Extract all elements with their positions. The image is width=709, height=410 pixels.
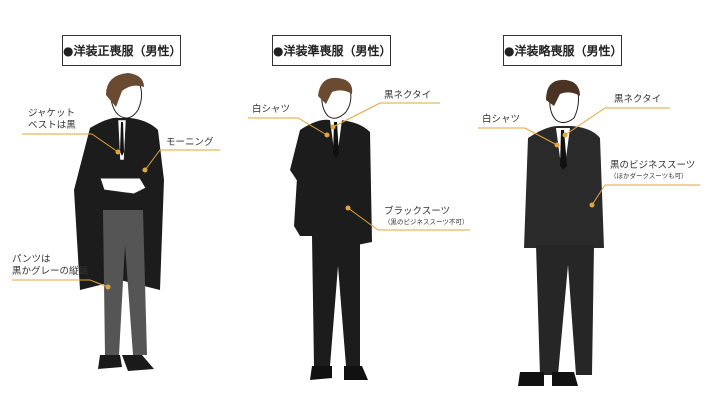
- label-line: 黒かグレーの縦縞: [12, 266, 89, 277]
- label-note: （黒のビジネススーツ不可）: [384, 218, 469, 226]
- label-pants: パンツは 黒かグレーの縦縞: [12, 254, 88, 278]
- label-white-shirt: 白シャツ: [252, 104, 291, 115]
- figure-morning-coat: [74, 73, 164, 371]
- title-semi-formal-mourning: ●洋装準喪服（男性）: [272, 35, 391, 66]
- leader-lines: [12, 102, 700, 288]
- label-line: ベストは黒: [28, 120, 76, 131]
- label-business-suit: 黒のビジネススーツ （ほかダークスーツも可）: [610, 160, 695, 181]
- figure-black-suit: [290, 77, 372, 380]
- leader-dots: [105, 124, 595, 290]
- title-informal-mourning: ●洋装略喪服（男性）: [503, 35, 622, 66]
- label-note: （ほかダークスーツも可）: [610, 172, 688, 180]
- label-morning: モーニング: [166, 137, 214, 148]
- label-black-suit: ブラックスーツ （黒のビジネススーツ不可）: [384, 206, 468, 227]
- label-jacket-vest: ジャケット ベストは黒: [28, 108, 76, 132]
- label-line: ジャケット: [28, 108, 76, 119]
- figure-business-suit: [518, 79, 604, 386]
- label-line: ブラックスーツ: [384, 206, 451, 217]
- title-formal-mourning: ●洋装正喪服（男性）: [62, 35, 181, 66]
- label-black-tie: 黒ネクタイ: [384, 90, 432, 101]
- label-line: 黒のビジネススーツ: [610, 160, 696, 171]
- label-line: パンツは: [12, 254, 51, 265]
- label-white-shirt: 白シャツ: [482, 114, 521, 125]
- label-black-tie: 黒ネクタイ: [614, 94, 662, 105]
